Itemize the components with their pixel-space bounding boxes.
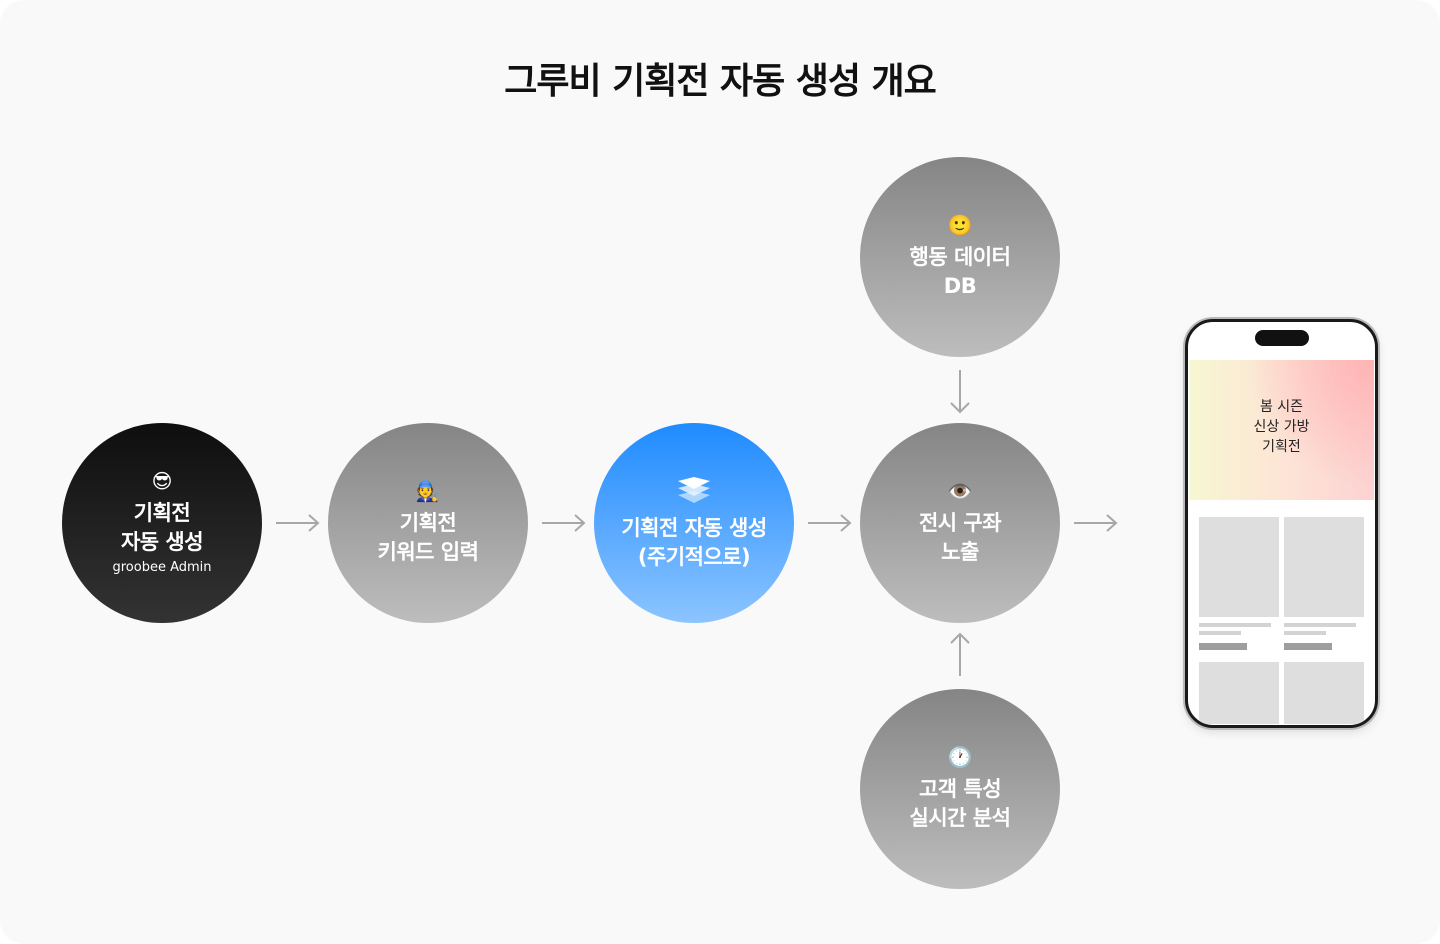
product-title-placeholder bbox=[1199, 623, 1271, 627]
smiling-face-icon: 🙂 bbox=[947, 213, 973, 237]
product-image-placeholder bbox=[1284, 662, 1364, 724]
node-behavior-data: 🙂 행동 데이터 DB bbox=[860, 157, 1060, 357]
mechanic-icon: 🧑‍🔧 bbox=[415, 479, 441, 503]
arrow-down-icon bbox=[950, 370, 970, 414]
sunglasses-face-icon: 😎 bbox=[151, 469, 173, 493]
arrow-up-icon bbox=[950, 632, 970, 676]
node-auto-line-1: 기획전 자동 생성 bbox=[621, 515, 767, 540]
product-price-placeholder bbox=[1199, 643, 1247, 650]
page-title: 그루비 기획전 자동 생성 개요 bbox=[504, 61, 937, 102]
phone-mockup: 봄 시즌 신상 가방 기획전 bbox=[1185, 319, 1378, 728]
arrow-right-icon bbox=[1074, 514, 1118, 532]
arrow-right-icon bbox=[276, 514, 320, 532]
node-display-line-1: 전시 구좌 bbox=[918, 511, 1002, 535]
node-admin-sub: groobee Admin bbox=[112, 560, 212, 575]
promo-banner: 봄 시즌 신상 가방 기획전 bbox=[1189, 360, 1374, 500]
node-display-slot: 👁️ 전시 구좌 노출 bbox=[860, 423, 1060, 623]
arrow-right-icon bbox=[808, 514, 852, 532]
product-image-placeholder bbox=[1199, 517, 1279, 617]
phone-notch bbox=[1255, 330, 1309, 346]
promo-banner-text: 봄 시즌 신상 가방 기획전 bbox=[1253, 399, 1310, 455]
product-subtitle-placeholder bbox=[1199, 631, 1241, 635]
node-keyword-input: 🧑‍🔧 기획전 키워드 입력 bbox=[328, 423, 528, 623]
node-behavior-line-1: 행동 데이터 bbox=[909, 245, 1011, 269]
product-price-placeholder bbox=[1284, 643, 1332, 650]
node-admin-line-1: 기획전 bbox=[133, 501, 191, 525]
arrow-right-icon bbox=[542, 514, 586, 532]
node-keyword-line-1: 기획전 bbox=[399, 511, 457, 535]
node-admin: 😎 기획전 자동 생성 groobee Admin bbox=[62, 423, 262, 623]
product-image-placeholder bbox=[1199, 662, 1279, 724]
product-subtitle-placeholder bbox=[1284, 631, 1326, 635]
clock-icon: 🕐 bbox=[947, 745, 973, 769]
node-customer-line-1: 고객 특성 bbox=[918, 777, 1002, 801]
node-admin-line-2: 자동 생성 bbox=[120, 530, 204, 554]
product-title-placeholder bbox=[1284, 623, 1356, 627]
eye-icon: 👁️ bbox=[947, 479, 973, 503]
node-display-line-2: 노출 bbox=[941, 540, 979, 564]
node-behavior-line-2: DB bbox=[943, 274, 977, 298]
node-auto-generation: 기획전 자동 생성 (주기적으로) bbox=[594, 423, 794, 623]
node-customer-line-2: 실시간 분석 bbox=[909, 806, 1011, 830]
node-auto-line-2: (주기적으로) bbox=[637, 544, 751, 569]
node-customer-analysis: 🕐 고객 특성 실시간 분석 bbox=[860, 689, 1060, 889]
node-keyword-line-2: 키워드 입력 bbox=[377, 540, 479, 564]
product-image-placeholder bbox=[1284, 517, 1364, 617]
stack-layers-icon bbox=[676, 475, 712, 510]
